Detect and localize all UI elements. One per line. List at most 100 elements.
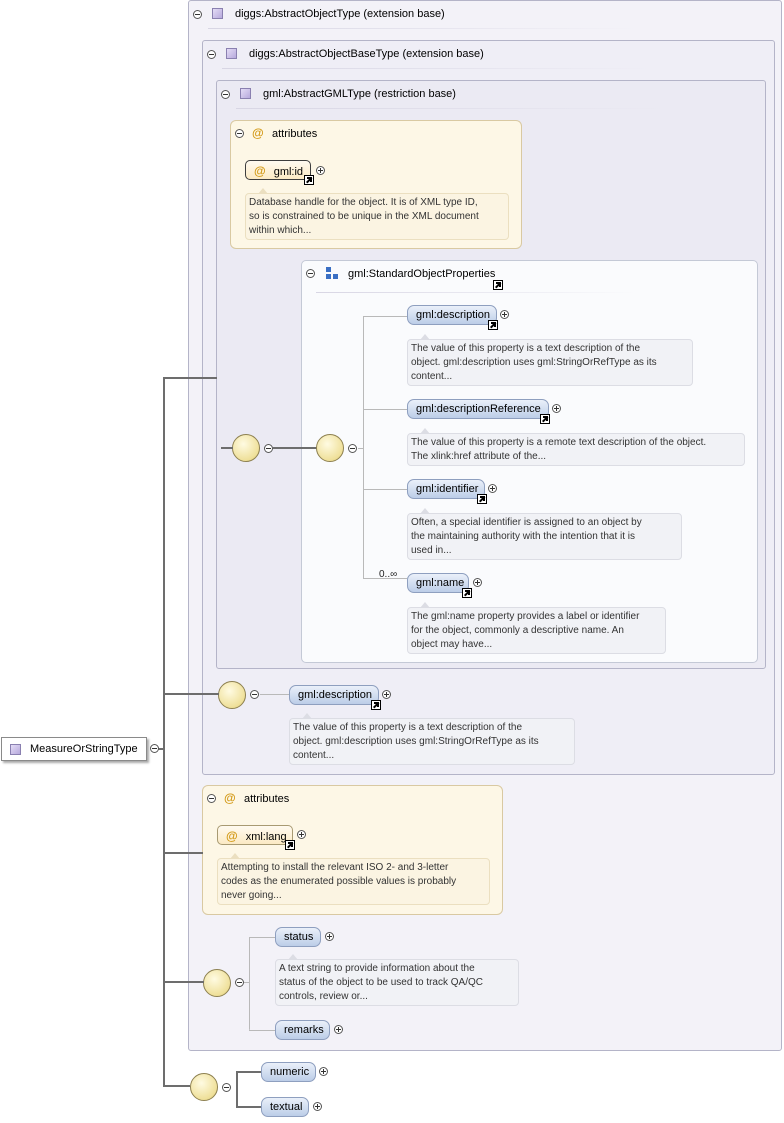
cardinality-label: 0..∞ [379, 569, 398, 580]
connector-line [236, 1071, 261, 1073]
attribute-name: xml:lang [245, 831, 287, 843]
element-gml-identifier[interactable]: gml:identifier [407, 479, 485, 499]
connector-line [158, 748, 164, 750]
tree-line [236, 1072, 238, 1107]
reference-arrow-icon[interactable] [488, 320, 498, 330]
collapse-icon[interactable] [306, 269, 315, 278]
tree-line [363, 316, 407, 317]
doc-line: object. gml:description uses gml:StringO… [411, 357, 657, 368]
expand-icon[interactable] [488, 484, 497, 493]
connector-line [163, 693, 219, 695]
group-icon [326, 267, 338, 279]
expand-icon[interactable] [334, 1025, 343, 1034]
doc-gml-description: The value of this property is a text des… [407, 334, 693, 386]
tree-line [249, 937, 250, 1030]
reference-arrow-icon[interactable] [477, 494, 487, 504]
collapse-icon[interactable] [235, 129, 244, 138]
reference-arrow-icon[interactable] [371, 700, 381, 710]
expand-icon[interactable] [297, 830, 306, 839]
collapse-icon[interactable] [193, 10, 202, 19]
callout-tail [302, 713, 312, 719]
expand-icon[interactable] [382, 690, 391, 699]
collapse-icon[interactable] [250, 690, 259, 699]
callout-tail [288, 954, 298, 960]
reference-arrow-icon[interactable] [462, 588, 472, 598]
connector-line [273, 447, 317, 449]
attributes-header: attributes [272, 128, 318, 140]
reference-arrow-icon[interactable] [304, 175, 314, 185]
reference-arrow-icon[interactable] [285, 840, 295, 850]
element-gml-description-2[interactable]: gml:description [289, 685, 379, 705]
doc-line: The xlink:href attribute of the... [411, 451, 547, 462]
element-textual[interactable]: textual [261, 1097, 309, 1117]
doc-line: object. gml:description uses gml:StringO… [293, 736, 539, 747]
attribute-name: gml:id [273, 166, 304, 178]
tree-line [249, 1030, 275, 1031]
root-type-name: MeasureOrStringType [30, 743, 138, 755]
sequence-compositor-icon[interactable] [316, 434, 344, 462]
collapse-icon[interactable] [207, 794, 216, 803]
connector-line [163, 981, 204, 983]
collapse-icon[interactable] [348, 444, 357, 453]
expand-icon[interactable] [313, 1102, 322, 1111]
callout-tail [420, 508, 430, 514]
expand-icon[interactable] [325, 932, 334, 941]
type-header-abstract-object: diggs:AbstractObjectType (extension base… [235, 8, 445, 20]
doc-line: so is constrained to be unique in the XM… [249, 211, 479, 222]
tree-line [358, 448, 364, 449]
callout-tail [420, 334, 430, 340]
doc-line: for the object, commonly a descriptive n… [411, 625, 624, 636]
tree-line [363, 489, 407, 490]
doc-line: The value of this property is a remote t… [411, 437, 707, 448]
root-type-node[interactable]: MeasureOrStringType [1, 737, 147, 761]
element-remarks[interactable]: remarks [275, 1020, 330, 1040]
element-numeric[interactable]: numeric [261, 1062, 316, 1082]
doc-line: status of the object to be used to track… [279, 977, 483, 988]
expand-icon[interactable] [319, 1067, 328, 1076]
expand-icon[interactable] [500, 310, 509, 319]
collapse-icon[interactable] [150, 744, 159, 753]
complex-type-icon [212, 8, 223, 19]
callout-tail [258, 188, 268, 194]
doc-line: Database handle for the object. It is of… [249, 197, 478, 208]
doc-line: codes as the enumerated possible values … [221, 876, 457, 887]
doc-status: A text string to provide information abo… [275, 954, 519, 1006]
reference-arrow-icon[interactable] [493, 280, 503, 290]
collapse-icon[interactable] [222, 1083, 231, 1092]
expand-icon[interactable] [316, 166, 325, 175]
doc-gml-id: Database handle for the object. It is of… [245, 188, 509, 240]
element-status[interactable]: status [275, 927, 321, 947]
reference-arrow-icon[interactable] [540, 414, 550, 424]
complex-type-icon [240, 88, 251, 99]
connector-line [163, 377, 217, 379]
sequence-compositor-icon[interactable] [218, 681, 246, 709]
collapse-icon[interactable] [221, 90, 230, 99]
attribute-gml-id[interactable]: @gml:id [245, 160, 311, 180]
expand-icon[interactable] [552, 404, 561, 413]
doc-line: The value of this property is a text des… [293, 722, 523, 733]
collapse-icon[interactable] [264, 444, 273, 453]
doc-gml-identifier: Often, a special identifier is assigned … [407, 508, 682, 560]
complex-type-icon [10, 744, 21, 755]
attribute-icon: @ [252, 126, 264, 140]
sequence-compositor-icon[interactable] [203, 969, 231, 997]
element-gml-description[interactable]: gml:description [407, 305, 497, 325]
doc-xml-lang: Attempting to install the relevant ISO 2… [217, 853, 490, 905]
complex-type-icon [226, 48, 237, 59]
expand-icon[interactable] [473, 578, 482, 587]
doc-gml-name: The gml:name property provides a label o… [407, 602, 666, 654]
attribute-xml-lang[interactable]: @xml:lang [217, 825, 293, 845]
element-gml-description-reference[interactable]: gml:descriptionReference [407, 399, 549, 419]
doc-line: A text string to provide information abo… [279, 963, 475, 974]
tree-line [244, 982, 250, 983]
choice-compositor-icon[interactable] [190, 1073, 218, 1101]
attribute-icon: @ [224, 791, 236, 805]
doc-line: within which... [249, 225, 312, 236]
header-divider [236, 108, 666, 109]
doc-line: The value of this property is a text des… [411, 343, 641, 354]
sequence-compositor-icon[interactable] [232, 434, 260, 462]
element-gml-name[interactable]: gml:name [407, 573, 469, 593]
doc-line: Attempting to install the relevant ISO 2… [221, 862, 449, 873]
collapse-icon[interactable] [235, 978, 244, 987]
collapse-icon[interactable] [207, 50, 216, 59]
